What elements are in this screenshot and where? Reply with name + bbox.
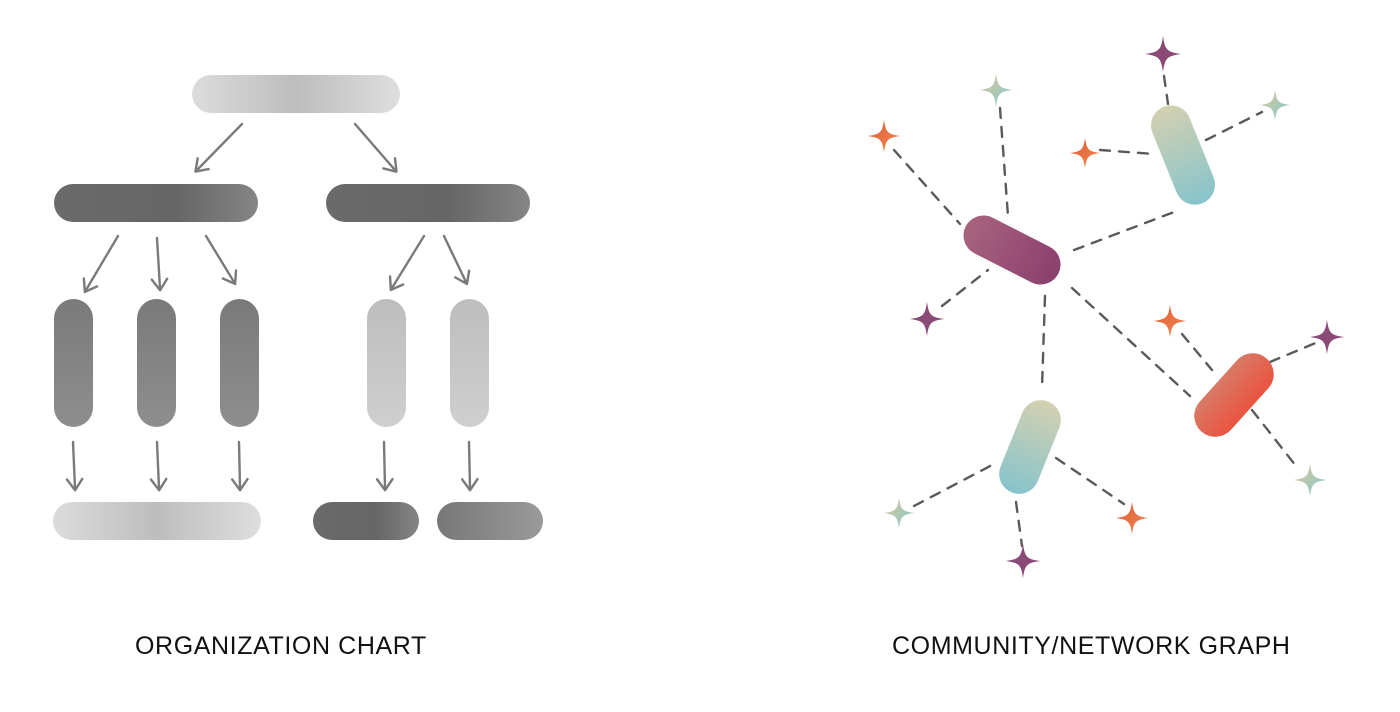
star-purple: [1145, 36, 1181, 72]
org-arrows: [65, 122, 479, 492]
link: [912, 462, 996, 508]
org-level4-node-middle: [313, 502, 419, 540]
hub-node-teal-bottom: [999, 400, 1061, 494]
org-level3-node-5: [450, 299, 489, 427]
link: [1072, 210, 1176, 252]
star-teal: [979, 73, 1013, 107]
link: [1250, 408, 1298, 468]
link: [892, 148, 962, 226]
link: [1162, 74, 1170, 106]
org-arrow: [442, 234, 471, 286]
link: [1070, 286, 1192, 398]
org-level4-node-left: [53, 502, 261, 540]
link: [940, 268, 990, 308]
link: [1268, 340, 1320, 364]
org-level2-node-left: [54, 184, 258, 222]
org-arrow: [460, 440, 479, 492]
org-arrow: [194, 122, 244, 173]
link: [1014, 500, 1024, 548]
star-teal: [1293, 463, 1327, 497]
network-graph: [867, 36, 1345, 579]
network-graph-caption: COMMUNITY/NETWORK GRAPH: [892, 632, 1291, 660]
link: [1040, 294, 1047, 390]
org-arrow: [65, 440, 84, 492]
hub-node-purple: [963, 215, 1061, 285]
org-level3-node-2: [137, 299, 176, 427]
org-chart: [53, 75, 543, 540]
org-arrow: [353, 122, 398, 173]
hub-node-teal-top: [1151, 105, 1215, 205]
org-arrow: [230, 440, 249, 492]
link: [1098, 148, 1156, 156]
org-level3-node-1: [54, 299, 93, 427]
link: [998, 106, 1010, 218]
org-arrow: [204, 234, 238, 286]
hub-node-red: [1194, 353, 1274, 437]
org-arrow: [388, 234, 426, 292]
star-orange: [1153, 304, 1187, 338]
link: [1204, 110, 1264, 142]
org-arrow: [150, 236, 169, 292]
org-arrow: [82, 234, 120, 294]
star-teal: [883, 497, 915, 529]
org-level3-node-3: [220, 299, 259, 427]
org-level4-node-right: [437, 502, 543, 540]
org-arrow: [149, 440, 168, 492]
org-level3-node-4: [367, 299, 406, 427]
org-root-node: [192, 75, 400, 113]
link: [1054, 456, 1126, 506]
org-chart-caption: ORGANIZATION CHART: [135, 632, 427, 660]
star-purple: [909, 301, 945, 337]
star-teal: [1259, 89, 1291, 121]
star-purple: [1309, 319, 1345, 355]
star-purple: [1005, 543, 1041, 579]
link: [1180, 332, 1214, 372]
network-links: [892, 74, 1320, 548]
org-arrow: [375, 440, 394, 492]
star-orange: [1115, 501, 1149, 535]
org-level2-node-right: [326, 184, 530, 222]
star-orange: [867, 119, 901, 153]
star-orange: [1069, 137, 1101, 169]
